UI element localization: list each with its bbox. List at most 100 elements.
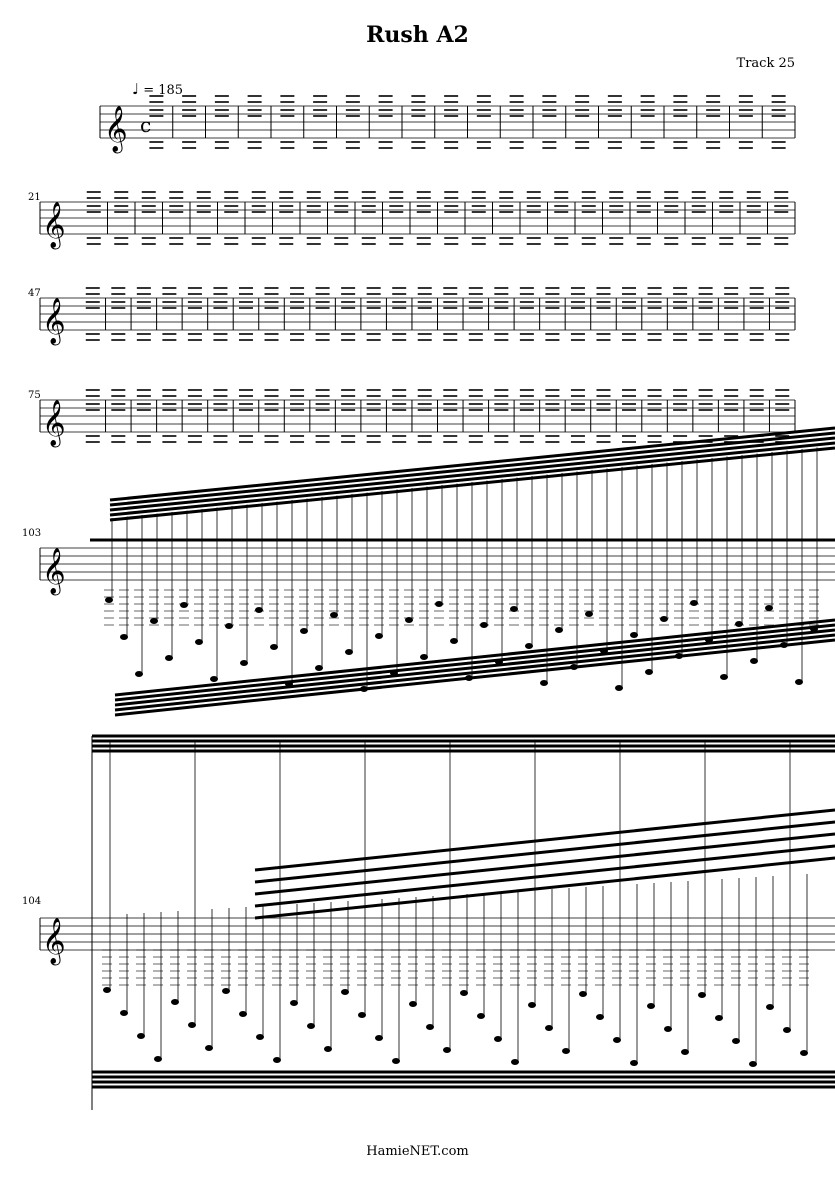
note-head — [210, 676, 218, 682]
note-head — [154, 1056, 162, 1062]
note-head — [749, 1061, 757, 1067]
treble-clef-icon: 𝄞 — [42, 918, 66, 966]
note-head — [324, 1046, 332, 1052]
note-head — [443, 1047, 451, 1053]
time-signature-icon: c — [140, 113, 151, 137]
note-head — [273, 1057, 281, 1063]
note-head — [375, 1035, 383, 1041]
note-head — [180, 602, 188, 608]
note-head — [705, 637, 713, 643]
beam — [254, 820, 835, 884]
tempo-marking: ♩ = 185 — [132, 80, 183, 98]
note-head — [255, 607, 263, 613]
beam — [114, 618, 835, 697]
note-head — [562, 1048, 570, 1054]
note-head — [615, 685, 623, 691]
beam — [109, 436, 835, 512]
note-head — [171, 999, 179, 1005]
beam — [114, 628, 835, 707]
note-head — [420, 654, 428, 660]
note-head — [465, 675, 473, 681]
note-head — [540, 680, 548, 686]
note-head — [205, 1045, 213, 1051]
note-head — [225, 623, 233, 629]
note-head — [715, 1015, 723, 1021]
note-head — [596, 1014, 604, 1020]
note-head — [783, 1027, 791, 1033]
treble-clef-icon: 𝄞 — [42, 400, 66, 448]
quarter-note-icon: ♩ — [132, 80, 140, 98]
note-head — [660, 616, 668, 622]
measure-number-104: 104 — [22, 896, 42, 907]
note-head — [800, 1050, 808, 1056]
score-title: Rush A2 — [366, 22, 469, 48]
note-head — [664, 1026, 672, 1032]
note-head — [579, 991, 587, 997]
treble-clef-icon: 𝄞 — [42, 202, 66, 250]
measure-number-103: 103 — [22, 528, 42, 539]
note-head — [555, 627, 563, 633]
beam — [109, 431, 835, 507]
note-head — [460, 990, 468, 996]
note-head — [630, 632, 638, 638]
note-head — [345, 649, 353, 655]
beam — [114, 623, 835, 702]
beam — [114, 633, 835, 712]
note-head — [780, 642, 788, 648]
beam — [254, 832, 835, 896]
note-head — [240, 660, 248, 666]
note-head — [426, 1024, 434, 1030]
note-head — [750, 658, 758, 664]
note-head — [645, 669, 653, 675]
note-head — [270, 644, 278, 650]
note-head — [165, 655, 173, 661]
note-head — [795, 679, 803, 685]
note-head — [105, 597, 113, 603]
note-head — [290, 1000, 298, 1006]
note-head — [494, 1036, 502, 1042]
beam — [254, 856, 835, 920]
beam — [109, 441, 835, 517]
measure-number-21: 21 — [28, 192, 41, 203]
note-head — [256, 1034, 264, 1040]
note-head — [681, 1049, 689, 1055]
note-head — [720, 674, 728, 680]
note-head — [195, 639, 203, 645]
staff-systems: 𝄞c𝄞𝄞𝄞𝄞𝄞 — [39, 95, 835, 1110]
note-head — [495, 659, 503, 665]
note-head — [300, 628, 308, 634]
note-head — [698, 992, 706, 998]
note-head — [525, 643, 533, 649]
note-head — [765, 605, 773, 611]
note-head — [405, 617, 413, 623]
note-head — [735, 621, 743, 627]
note-head — [600, 648, 608, 654]
note-head — [150, 618, 158, 624]
note-head — [358, 1012, 366, 1018]
note-head — [630, 1060, 638, 1066]
beam — [109, 426, 835, 502]
note-head — [390, 670, 398, 676]
note-head — [120, 634, 128, 640]
note-head — [409, 1001, 417, 1007]
note-head — [675, 653, 683, 659]
treble-clef-icon: 𝄞 — [42, 548, 66, 596]
note-head — [135, 671, 143, 677]
treble-clef-icon: 𝄞 — [42, 298, 66, 346]
note-head — [690, 600, 698, 606]
beam — [114, 638, 835, 717]
note-head — [810, 626, 818, 632]
note-head — [120, 1010, 128, 1016]
note-head — [239, 1011, 247, 1017]
note-head — [510, 606, 518, 612]
note-head — [613, 1037, 621, 1043]
beam — [254, 808, 835, 872]
beam — [109, 446, 835, 522]
note-head — [285, 681, 293, 687]
note-head — [545, 1025, 553, 1031]
note-head — [766, 1004, 774, 1010]
note-head — [647, 1003, 655, 1009]
note-head — [511, 1059, 519, 1065]
note-head — [103, 987, 111, 993]
footer-site: HamieNET.com — [366, 1144, 469, 1159]
